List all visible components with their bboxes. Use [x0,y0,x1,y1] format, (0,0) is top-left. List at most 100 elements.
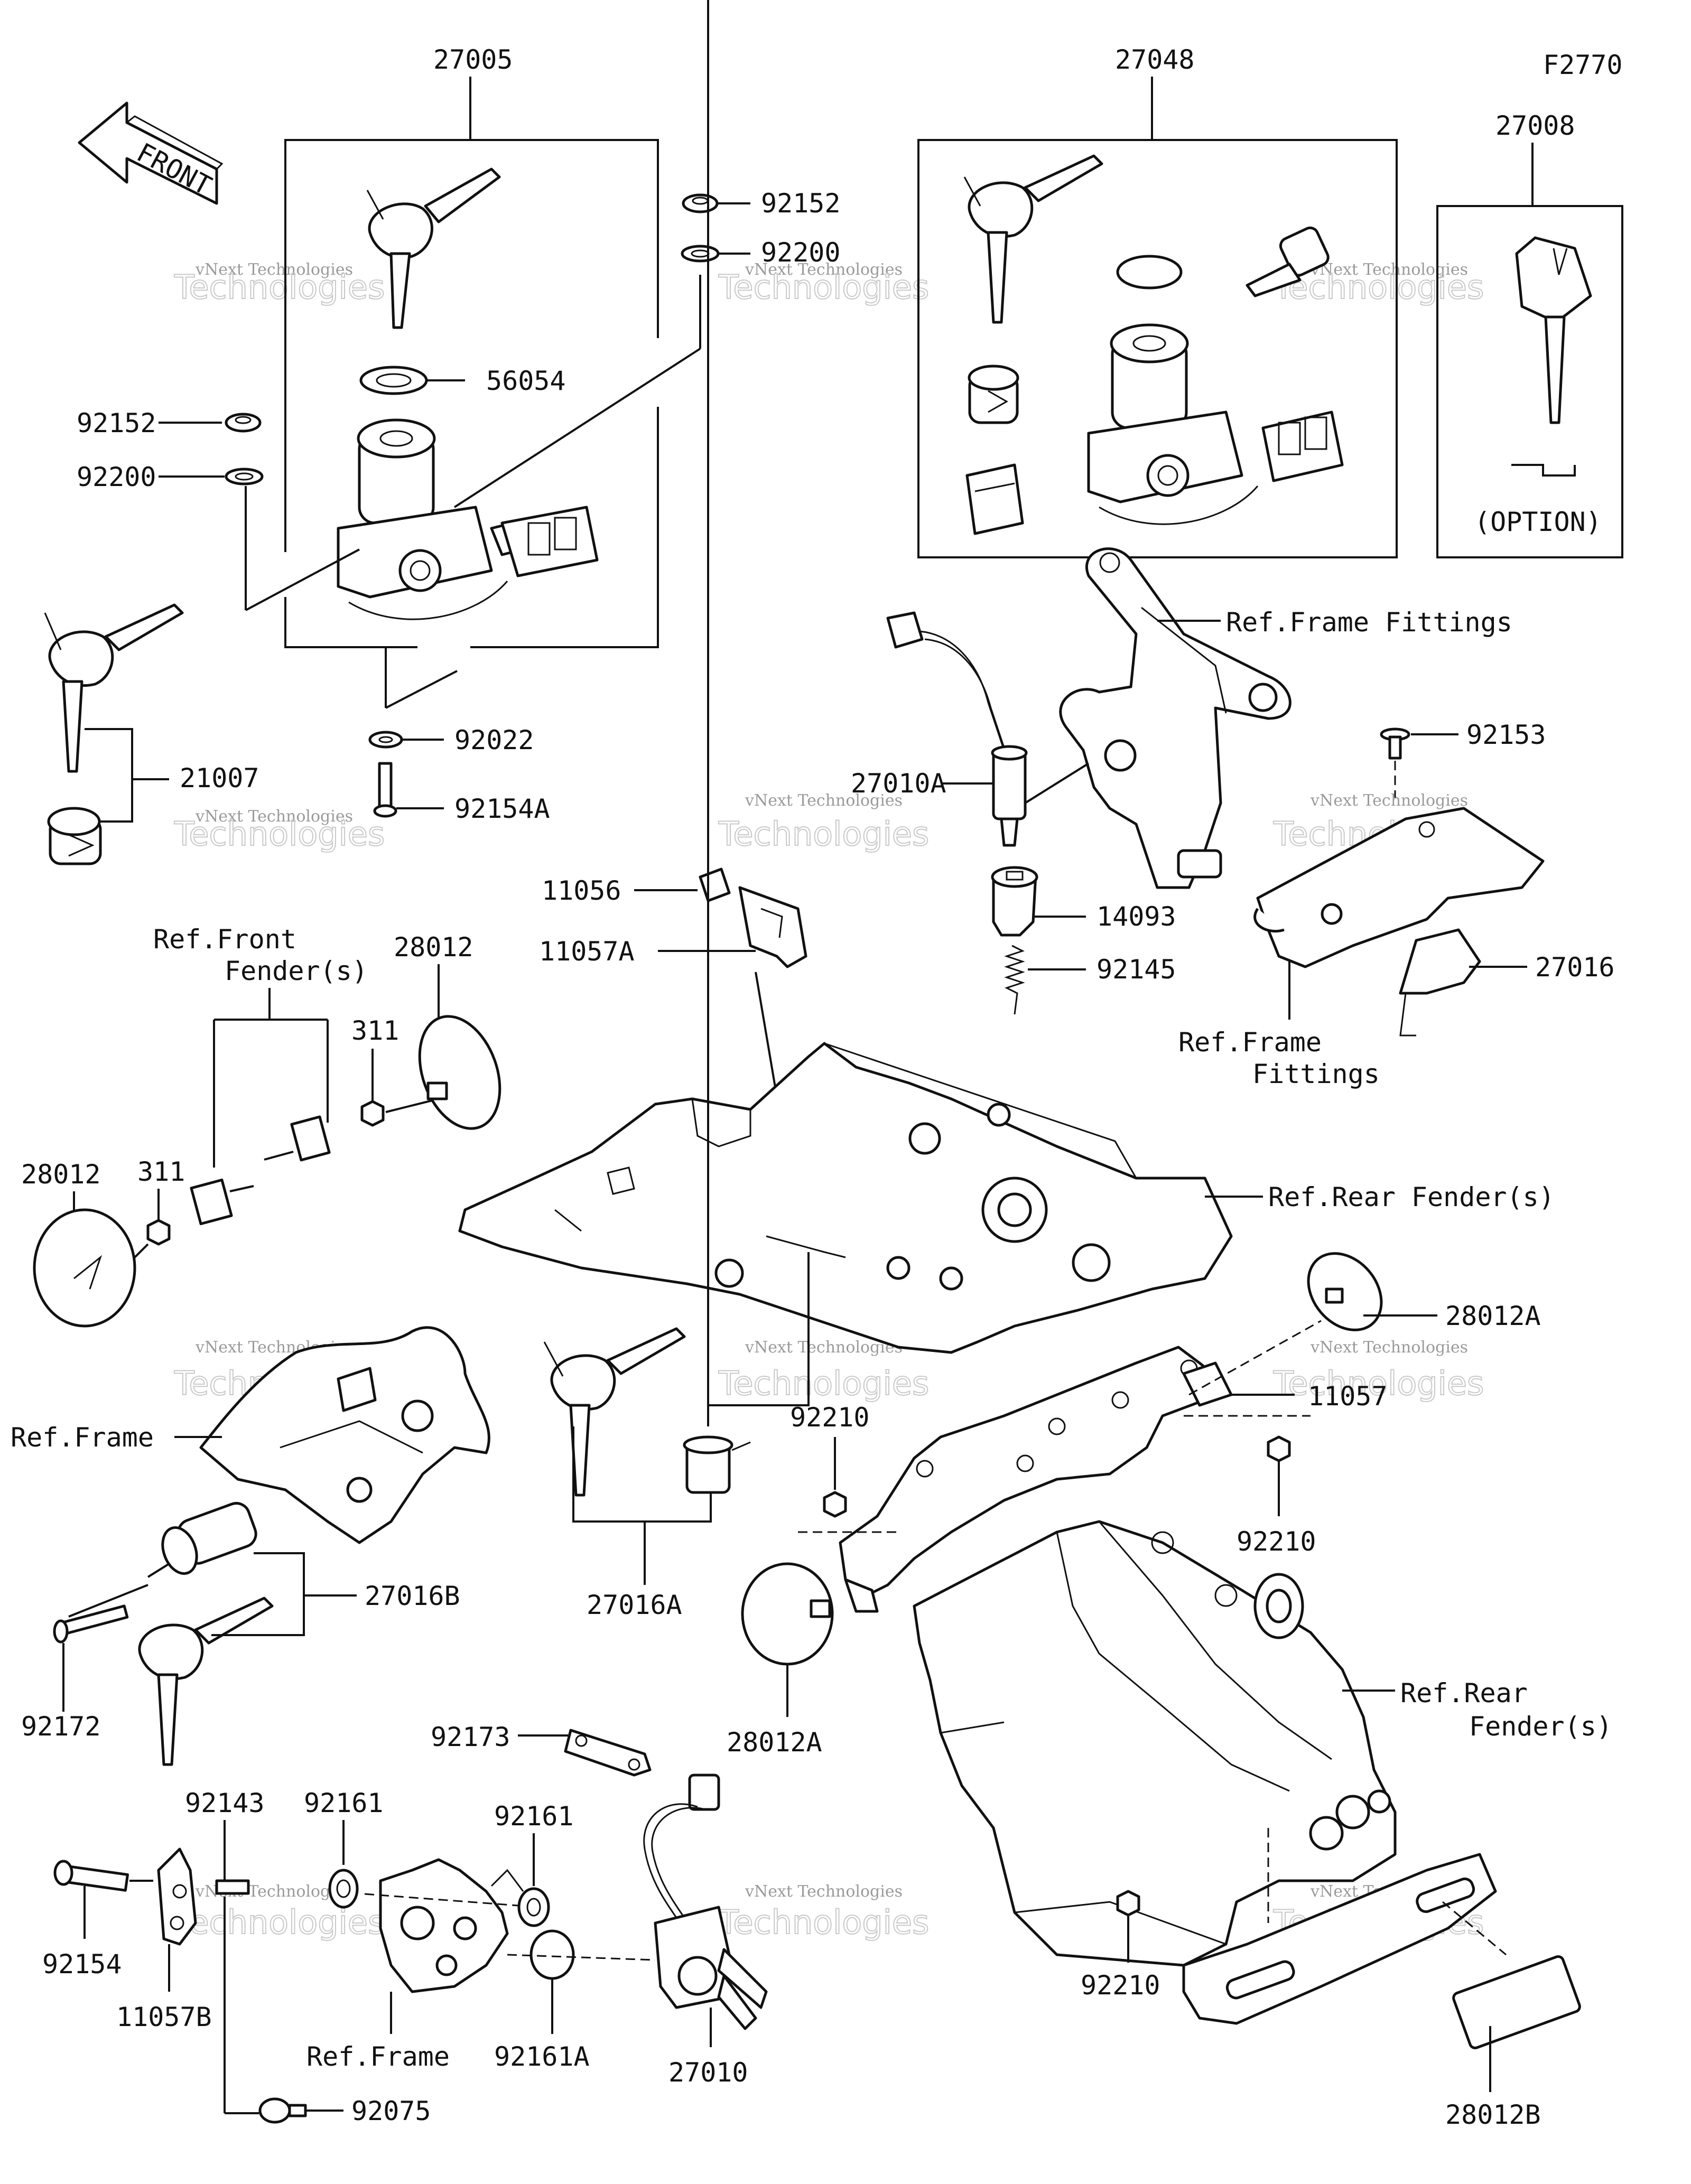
nut-icon [823,1491,847,1518]
cap-icon [529,1929,575,1980]
watermark-logo: Technologies [718,268,929,306]
bracket-11056: 11056 11057A [539,867,807,1253]
nut-icon [360,1100,385,1127]
washer-icon [368,731,403,749]
watermark-text: vNext Technologies [195,260,353,279]
part-label-27010A: 27010A [851,768,946,799]
bolt-icon [53,1604,129,1644]
frame-fittings-bracket: Ref.Frame Fittings [1059,547,1512,889]
key-icon [366,167,501,329]
cap-28012A-left: 28012A [727,1562,834,1758]
watermark-logo: Technologies [1273,1364,1484,1403]
bolt-icon [373,762,397,818]
cap-spring-group: 14093 92145 [991,866,1176,1015]
part-label-92145: 92145 [1097,954,1176,985]
washer-icon [681,245,720,263]
part-label-92075: 92075 [351,2096,431,2126]
part-label-56054: 56054 [486,366,566,396]
bushing-icon [517,1887,550,1927]
watermark-text: vNext Technologies [745,1338,903,1357]
part-label-28012: 28012 [21,1159,101,1190]
bracket-27016: 92153 27016 Ref.Frame Fittings [1178,720,1615,1089]
watermark-text: vNext Technologies [745,260,903,279]
switch-sensor-27010A: 27010A [851,611,1090,847]
washer-icon [359,366,428,395]
part-label-92152: 92152 [761,188,841,219]
bushing-icon [328,1869,359,1909]
watermark-logo: Technologies [1273,268,1484,306]
ref-label-rear-fender: Fender(s) [1469,1711,1612,1742]
part-label-27016A: 27016A [587,1590,682,1620]
part-label-28012B: 28012B [1445,2099,1541,2130]
ref-label-frame-fittings: Ref.Frame Fittings [1226,607,1512,638]
spacer-icon [190,1178,254,1226]
lower-lock-group: 92173 92143 92161 92154 11057B [42,1722,768,2126]
key-icon [138,1597,274,1766]
ref-label-frame-fittings: Ref.Frame [1178,1027,1322,1058]
rear-fender-center: Ref.Rear Fender(s) [458,1042,1555,1354]
grommet-group-top: 92152 92200 [453,188,841,508]
part-label-11057B: 11057B [116,2002,212,2032]
watermark-text: vNext Technologies [745,1882,903,1901]
diagram-id: F2770 [1543,50,1623,80]
watermark-text: vNext Technologies [745,791,903,810]
cap-28012A-right: 28012A [1307,1252,1541,1331]
part-label-14093: 14093 [1097,901,1176,932]
front-arrow-icon: FRONT [78,101,224,205]
cap-icon [418,1015,501,1130]
lock-set-27016B: 92172 27016B [21,1502,460,1766]
part-label-11057: 11057 [1308,1381,1388,1412]
part-label-11057A: 11057A [539,936,635,967]
bracket-11057B [157,1847,197,1946]
spacer-icon [264,1115,331,1162]
lock-cylinder-icon [683,1435,751,1494]
lock-cylinder-icon [47,807,102,865]
ignition-switch-icon [337,418,599,620]
ref-label-rear-fender: Ref.Rear [1400,1678,1528,1709]
spring-icon [1004,945,1025,1015]
watermark-logo: Technologies [174,1903,385,1942]
key-set-21007: 21007 [44,603,259,865]
ref-label-front-fender: Ref.Front [153,924,296,955]
watermark-logo: Technologies [718,1364,929,1403]
bolt-icon [53,1860,129,1892]
ref-label-rear-fender: Ref.Rear Fender(s) [1268,1182,1555,1212]
ref-label-frame-fittings: Fittings [1252,1059,1380,1089]
lock-cylinder-icon [147,1502,257,1578]
part-label-92161A: 92161A [494,2041,590,2072]
watermark-text: vNext Technologies [195,807,353,826]
washer-icon [1116,255,1183,290]
key-icon [963,154,1103,324]
key-icon [1515,236,1592,424]
nut-92210-lower: 92210 [1081,1890,1160,2001]
watermark-text: vNext Technologies [1310,791,1468,810]
part-label-27016B: 27016B [365,1581,460,1611]
ref-label-front-fender: Fender(s) [225,956,368,986]
pin-icon [215,1879,250,1895]
screw-icon [258,2097,307,2124]
part-label-92153: 92153 [1466,720,1546,750]
part-label-92172: 92172 [21,1711,101,1742]
watermark-text: vNext Technologies [1310,1338,1468,1357]
ignition-switch-27010 [643,1774,768,2030]
part-label-92161: 92161 [494,1801,574,1832]
part-label-92200: 92200 [761,237,841,268]
watermark-logo: Technologies [174,815,385,853]
watermark-text: vNext Technologies [1310,260,1468,279]
watermark-logo: Technologies [718,1903,929,1942]
ignition-switch-icon [1087,323,1344,525]
part-label-92152: 92152 [77,408,156,438]
watermark-logo: Technologies [718,815,929,853]
frame-section-lower [379,1858,524,1993]
part-label-27016: 27016 [1535,952,1615,983]
nut-icon [1267,1435,1291,1462]
part-label-92161: 92161 [304,1788,384,1818]
part-label-311: 311 [351,1015,399,1046]
cylinder-cap-icon [965,463,1024,535]
lock-set-27016A: 27016A [543,0,810,1620]
nut-icon [1116,1890,1140,1917]
part-label-11056: 11056 [542,875,621,906]
bolt-group-92022: 92022 92154A [368,647,550,824]
part-label-27010: 27010 [668,2057,748,2088]
